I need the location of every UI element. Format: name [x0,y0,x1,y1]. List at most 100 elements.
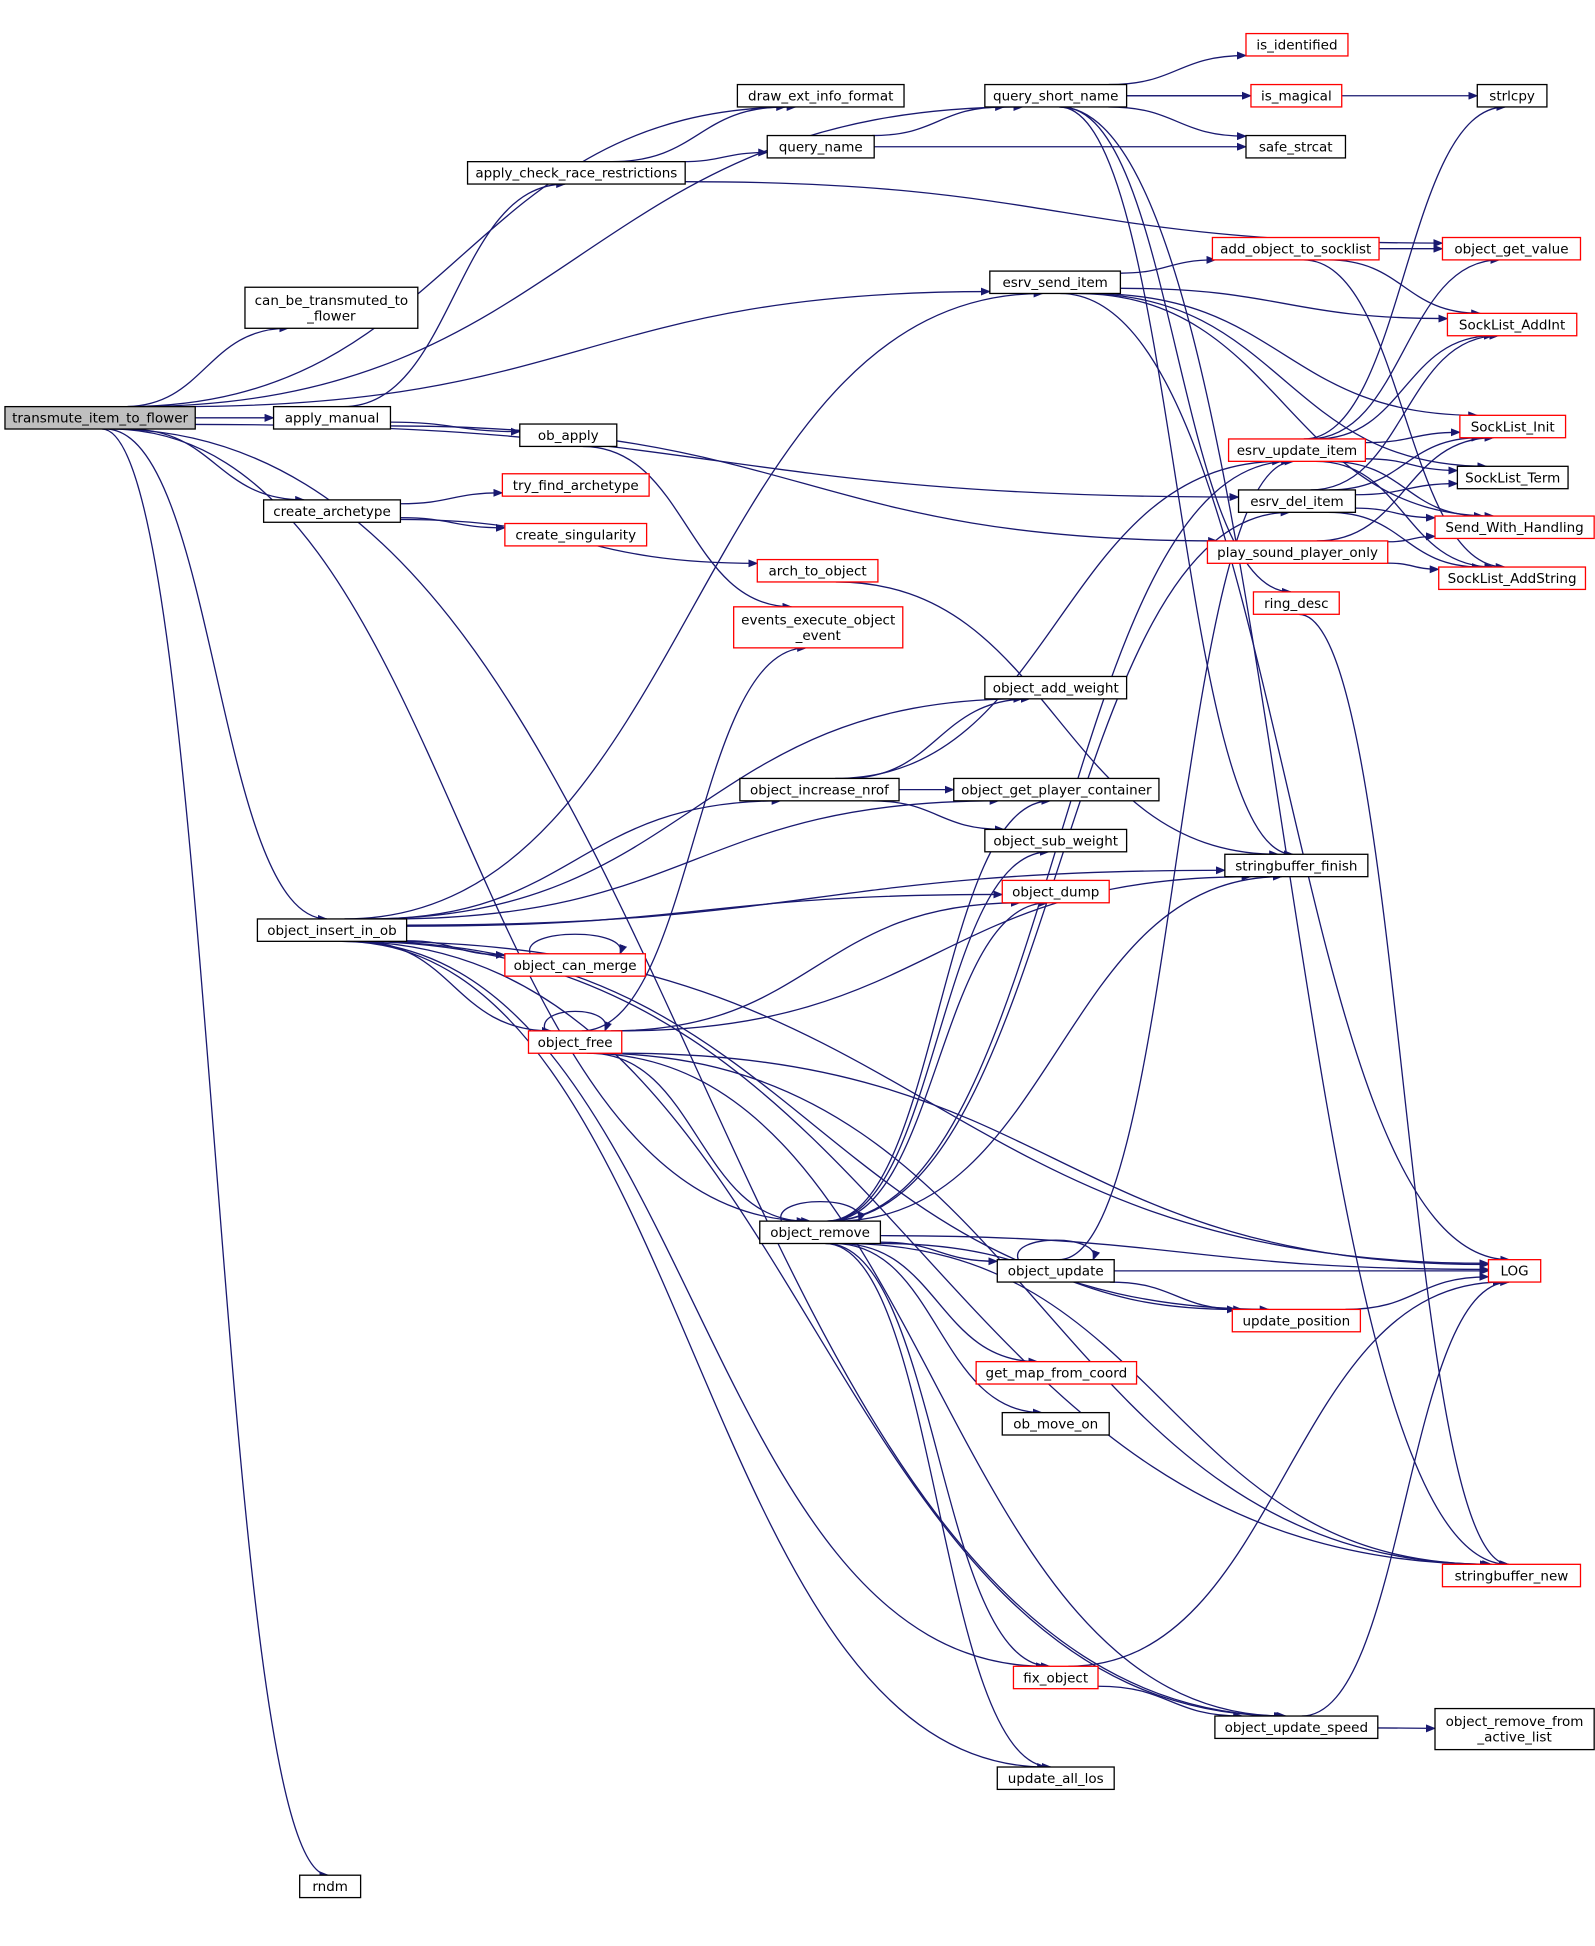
node-box [519,423,618,448]
node-apply_check_race_restrictions[interactable]: apply_check_race_restrictions [466,161,686,185]
node-esrv_del_item[interactable]: esrv_del_item [1237,489,1357,513]
node-update_position[interactable]: update_position [1231,1308,1362,1333]
node-label: LOG [1501,1264,1529,1280]
node-SockList_AddString[interactable]: SockList_AddString [1438,566,1587,591]
node-update_all_los[interactable]: update_all_los [996,1766,1115,1791]
node-object_sub_weight[interactable]: object_sub_weight [984,828,1128,853]
node-box [504,522,648,547]
edge-apply_check_race_restrictions-to-query_name [681,148,769,163]
edge-object_update_speed-to-LOG [1301,1278,1511,1717]
node-esrv_send_item[interactable]: esrv_send_item [989,270,1122,295]
node-object_add_weight[interactable]: object_add_weight [984,675,1128,700]
node-ob_move_on[interactable]: ob_move_on [1001,1411,1110,1436]
edge-object_insert_in_ob-to-stringbuffer_new [352,940,1493,1569]
edge-ob_apply-to-events_execute_object_event [582,445,793,611]
node-stringbuffer_new[interactable]: stringbuffer_new [1441,1563,1582,1588]
node-query_short_name[interactable]: query_short_name [984,83,1128,108]
edge-create_archetype-to-try_find_archetype [400,488,504,505]
node-box [759,1220,882,1245]
node-ring_desc[interactable]: ring_desc [1252,591,1340,615]
node-object_free[interactable]: object_free [527,1030,623,1054]
node-SockList_Term[interactable]: SockList_Term [1456,465,1569,490]
node-create_singularity[interactable]: create_singularity [504,522,648,547]
node-transmute_item_to_flower[interactable]: transmute_item_to_flower [4,405,196,430]
edge-object_insert_in_ob-to-object_dump [406,890,1004,927]
edge-object_can_merge-to-object_can_merge [529,933,628,955]
edge-object_remove-to-stringbuffer_new [842,1242,1490,1569]
edge-object_increase_nrof-to-esrv_update_item [835,457,1283,780]
edge-esrv_send_item-to-LOG [1060,292,1511,1264]
edge-object_insert_in_ob-to-object_get_player_container [389,796,1000,920]
node-label: transmute_item_to_flower [12,411,188,427]
node-label: query_short_name [993,89,1118,105]
node-can_be_transmuted_to_flower[interactable]: can_be_transmuted_to_flower [244,286,419,329]
node-label: object_add_weight [993,680,1119,696]
node-is_magical[interactable]: is_magical [1250,83,1343,108]
node-Send_With_Handling[interactable]: Send_With_Handling [1434,515,1595,540]
node-object_get_player_container[interactable]: object_get_player_container [953,777,1160,802]
node-arch_to_object[interactable]: arch_to_object [756,558,879,583]
node-box [1206,540,1389,564]
node-box [1231,1308,1362,1333]
node-fix_object[interactable]: fix_object [1012,1665,1099,1690]
node-object_insert_in_ob[interactable]: object_insert_in_ob [256,918,408,942]
node-box [501,473,650,497]
node-label: SockList_Init [1471,419,1555,435]
node-apply_manual[interactable]: apply_manual [272,405,392,430]
node-box [272,405,392,430]
node-safe_strcat[interactable]: safe_strcat [1245,134,1347,159]
node-label: ring_desc [1264,596,1329,612]
node-try_find_archetype[interactable]: try_find_archetype [501,473,650,497]
node-object_can_merge[interactable]: object_can_merge [504,953,647,977]
edge-esrv_send_item-to-SockList_Term [1081,292,1488,471]
node-object_dump[interactable]: object_dump [1001,879,1110,904]
node-LOG[interactable]: LOG [1487,1259,1542,1283]
node-object_remove[interactable]: object_remove [759,1220,882,1245]
node-add_object_to_socklist[interactable]: add_object_to_socklist [1211,236,1380,261]
node-object_remove_from_active_list[interactable]: object_remove_from_active_list [1434,1707,1595,1751]
node-label: SockList_AddString [1448,571,1577,587]
node-SockList_Init[interactable]: SockList_Init [1459,414,1567,439]
node-query_name[interactable]: query_name [766,134,875,159]
edge-object_free-to-events_execute_object_event [581,643,808,1032]
node-object_update_speed[interactable]: object_update_speed [1214,1715,1379,1740]
node-stringbuffer_finish[interactable]: stringbuffer_finish [1224,853,1369,878]
node-ob_apply[interactable]: ob_apply [519,423,618,448]
node-object_update[interactable]: object_update [996,1259,1115,1283]
node-is_identified[interactable]: is_identified [1245,32,1349,57]
node-label: esrv_del_item [1250,494,1344,510]
edge-query_short_name-to-safe_strcat [1108,106,1247,141]
node-box [1459,414,1567,439]
edge-transmute_item_to_flower-to-esrv_send_item [178,287,991,408]
node-get_map_from_coord[interactable]: get_map_from_coord [975,1360,1138,1385]
node-label: object_update_speed [1225,1720,1368,1736]
node-box [984,83,1128,108]
node-strlcpy[interactable]: strlcpy [1476,83,1548,108]
node-label: _flower [306,308,356,324]
node-box [244,286,419,329]
node-esrv_update_item[interactable]: esrv_update_item [1227,438,1367,462]
edge-transmute_item_to_flower-to-query_short_name [133,102,1024,408]
node-box [1441,236,1582,261]
node-label: object_can_merge [514,958,637,974]
node-SockList_AddInt[interactable]: SockList_AddInt [1446,312,1578,337]
node-draw_ext_info_format[interactable]: draw_ext_info_format [736,83,905,108]
node-events_execute_object_event[interactable]: events_execute_object_event [733,606,904,649]
node-box [1001,1411,1110,1436]
edge-object_remove-to-stringbuffer_finish [834,872,1283,1222]
node-object_increase_nrof[interactable]: object_increase_nrof [739,777,900,802]
node-box [996,1259,1115,1283]
node-label: object_update [1008,1264,1104,1280]
edge-esrv_del_item-to-SockList_Term [1355,479,1459,496]
node-rndm[interactable]: rndm [299,1874,362,1899]
node-label: SockList_AddInt [1459,317,1565,333]
node-create_archetype[interactable]: create_archetype [262,499,402,523]
node-label: object_remove_from [1446,1714,1584,1730]
edge-transmute_item_to_flower-to-object_remove [109,428,812,1226]
edge-object_free-to-stringbuffer_finish [620,872,1252,1032]
node-object_get_value[interactable]: object_get_value [1441,236,1582,261]
edge-object_insert_in_ob-to-update_position [359,940,1270,1314]
node-play_sound_player_only[interactable]: play_sound_player_only [1206,540,1389,564]
edge-transmute_item_to_flower-to-rndm [101,428,330,1880]
